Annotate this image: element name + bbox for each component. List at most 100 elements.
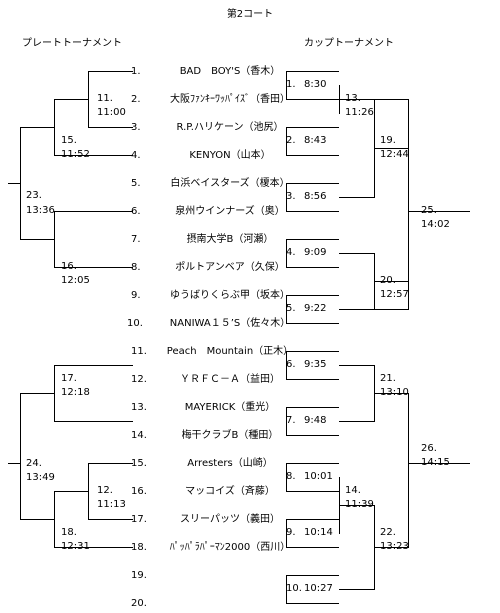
plate-match-time: 13:49 xyxy=(26,472,55,483)
cup-first-8-line xyxy=(286,463,339,492)
team-name: 摂南大学B（河瀬） xyxy=(186,234,274,245)
entry-number: 7. xyxy=(131,234,141,245)
plate-match-18-line xyxy=(54,491,133,548)
entry-number: 8. xyxy=(131,262,141,273)
cup-first-2-line xyxy=(286,127,339,156)
team-name: R.P.ハリケーン（池尻） xyxy=(176,122,284,133)
plate-tournament-header: プレートトーナメント xyxy=(22,38,122,49)
cup-first-number: 2. xyxy=(286,135,296,146)
plate-match-time: 13:36 xyxy=(26,205,55,216)
plate-match-number: 15. xyxy=(61,135,77,146)
plate-match-11-line xyxy=(88,71,133,128)
entry-number: 4. xyxy=(131,150,141,161)
plate-match-time: 12:31 xyxy=(61,541,90,552)
plate-match-12-line xyxy=(88,463,133,520)
entry-number: 1. xyxy=(131,66,141,77)
team-name: BAD BOY'S（香木） xyxy=(179,66,281,77)
team-name: ﾊﾟｯﾊﾟﾗﾊﾟｰﾏﾝ2000（西川） xyxy=(169,542,291,553)
cup-match-number: 20. xyxy=(380,275,396,286)
cup-match-26-line xyxy=(374,393,470,548)
cup-match-time: 11:39 xyxy=(345,499,374,510)
plate-match-24-line xyxy=(8,393,54,520)
team-name: Arresters（山崎） xyxy=(187,458,273,469)
plate-match-number: 17. xyxy=(61,373,77,384)
cup-first-time: 10:27 xyxy=(304,583,333,594)
cup-match-time: 13:23 xyxy=(380,541,409,552)
team-name: ゆうばりくらぶ甲（坂本） xyxy=(170,290,290,301)
cup-tournament-header: カップトーナメント xyxy=(304,38,394,49)
plate-match-time: 12:18 xyxy=(61,387,90,398)
cup-first-7-line xyxy=(286,407,339,436)
cup-first-time: 8:56 xyxy=(304,191,327,202)
team-name: MAYERICK（重光） xyxy=(184,402,276,413)
team-name: 梅干クラブB（種田） xyxy=(181,430,279,441)
plate-match-number: 24. xyxy=(26,458,42,469)
team-name: 大阪ﾌｧﾝｷｰﾜｯﾊﾟｲｽﾞ（香田） xyxy=(170,94,290,105)
cup-first-time: 9:09 xyxy=(304,247,327,258)
plate-match-number: 11. xyxy=(97,93,113,104)
cup-match-number: 25. xyxy=(421,205,437,216)
cup-first-1-line xyxy=(286,71,339,100)
cup-first-number: 4. xyxy=(286,247,296,258)
team-name: 白浜ベイスターズ（榎本） xyxy=(170,178,290,189)
cup-first-time: 9:48 xyxy=(304,415,327,426)
cup-first-number: 10. xyxy=(286,583,302,594)
court-title: 第2コート xyxy=(226,9,274,20)
cup-first-number: 7. xyxy=(286,415,296,426)
entry-number: 14. xyxy=(131,430,147,441)
team-name: KENYON（山本） xyxy=(189,150,271,161)
cup-first-10-line xyxy=(286,575,339,604)
entry-number: 15. xyxy=(131,458,147,469)
plate-match-number: 16. xyxy=(61,261,77,272)
team-name: ＹＲＦＣ－Ａ（益田） xyxy=(180,374,280,385)
entry-number: 11. xyxy=(131,346,147,357)
cup-first-6-line xyxy=(286,351,339,380)
entry-number: 9. xyxy=(131,290,141,301)
cup-match-number: 26. xyxy=(421,443,437,454)
cup-first-time: 8:30 xyxy=(304,79,327,90)
cup-match-number: 19. xyxy=(380,135,396,146)
cup-first-4-line xyxy=(286,239,339,268)
entry-number: 3. xyxy=(131,122,141,133)
cup-match-25-line xyxy=(374,99,470,310)
entry-number: 20. xyxy=(131,598,147,609)
cup-first-number: 9. xyxy=(286,527,296,538)
entry-number: 6. xyxy=(131,206,141,217)
cup-match-20-line xyxy=(339,253,375,310)
cup-first-5-line xyxy=(286,295,339,324)
plate-match-16-line xyxy=(54,211,133,268)
cup-first-number: 3. xyxy=(286,191,296,202)
entry-number: 2. xyxy=(131,94,141,105)
cup-first-time: 9:35 xyxy=(304,359,327,370)
cup-first-time: 9:22 xyxy=(304,303,327,314)
cup-first-time: 10:01 xyxy=(304,471,333,482)
plate-match-number: 12. xyxy=(97,485,113,496)
cup-first-time: 10:14 xyxy=(304,527,333,538)
entry-number: 10. xyxy=(127,318,143,329)
team-name: Peach Mountain（正木） xyxy=(166,346,294,357)
cup-first-number: 6. xyxy=(286,359,296,370)
plate-match-number: 23. xyxy=(26,190,42,201)
cup-match-number: 14. xyxy=(345,485,361,496)
cup-first-9-line xyxy=(286,519,339,548)
cup-match-number: 21. xyxy=(380,373,396,384)
plate-match-17-line xyxy=(54,365,133,422)
entry-number: 13. xyxy=(131,402,147,413)
team-name: 泉州ウインナーズ（奥） xyxy=(175,206,285,217)
plate-match-23-line xyxy=(8,127,54,240)
entry-number: 19. xyxy=(131,570,147,581)
plate-match-time: 11:52 xyxy=(61,149,90,160)
entry-number: 17. xyxy=(131,514,147,525)
entry-number: 18. xyxy=(131,542,147,553)
plate-match-time: 11:00 xyxy=(97,107,126,118)
cup-first-number: 1. xyxy=(286,79,296,90)
cup-match-time: 11:26 xyxy=(345,107,374,118)
plate-match-time: 11:13 xyxy=(97,499,126,510)
team-name: NANIWA１５’S（佐々木） xyxy=(169,318,291,329)
team-name: スリーパッツ（義田） xyxy=(180,514,280,525)
cup-match-time: 14:02 xyxy=(421,219,450,230)
cup-match-time: 13:10 xyxy=(380,387,409,398)
cup-match-22-line xyxy=(339,505,375,590)
